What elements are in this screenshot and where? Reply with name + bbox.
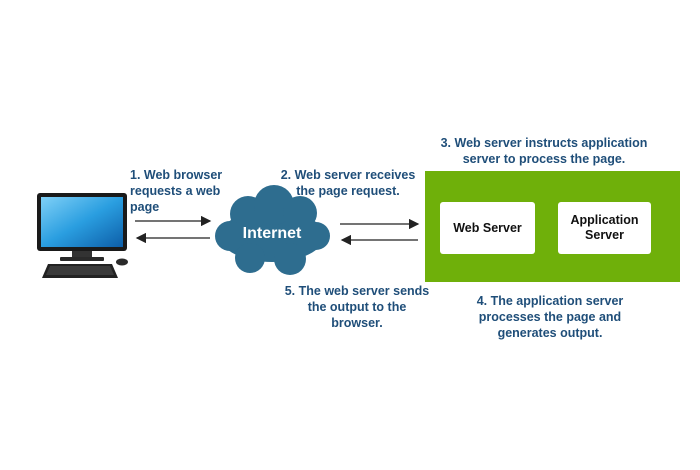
step-1-label: 1. Web browser requests a web page (130, 168, 223, 214)
web-server-box: Web Server (440, 202, 535, 254)
step-4-label: 4. The application server processes the … (476, 294, 624, 340)
internet-cloud (215, 185, 330, 275)
desktop-computer-icon (37, 193, 128, 278)
server-container: Web Server Application Server (425, 171, 680, 282)
step-5-label: 5. The web server sends the output to th… (284, 284, 430, 330)
internet-label: Internet (242, 225, 302, 242)
step-2-label: 2. Web server receives the page request. (280, 168, 416, 198)
step-3-label: 3. Web server instructs application serv… (440, 136, 648, 166)
application-server-box: Application Server (558, 202, 651, 254)
